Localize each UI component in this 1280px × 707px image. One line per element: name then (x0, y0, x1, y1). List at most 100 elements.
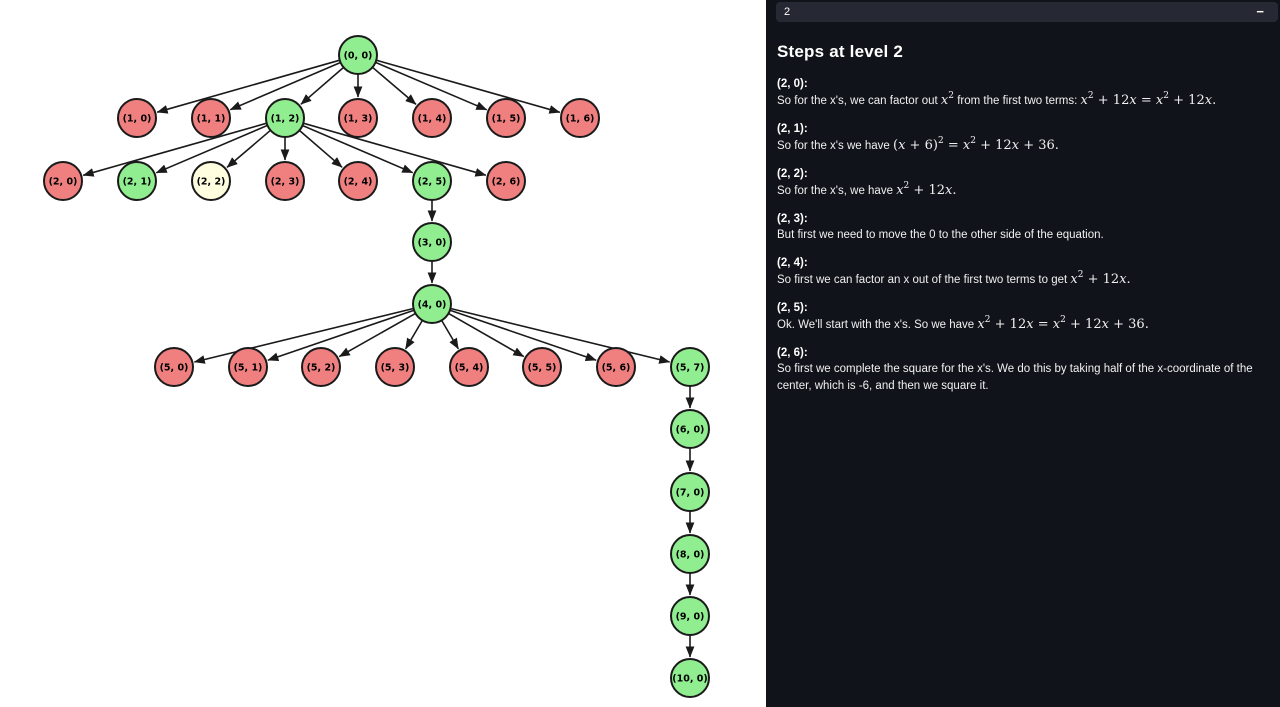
tree-node-label: (5, 0) (160, 363, 189, 374)
tree-node[interactable]: (5, 1) (228, 347, 268, 387)
tree-node-circle[interactable] (412, 284, 452, 324)
tree-node-circle[interactable] (486, 161, 526, 201)
tree-node-circle[interactable] (228, 347, 268, 387)
step-text: But first we need to move the 0 to the o… (777, 229, 1104, 241)
step-id-label: (2, 0): (777, 78, 808, 90)
tree-node-label: (6, 0) (676, 425, 705, 436)
tree-node-label: (0, 0) (344, 51, 373, 62)
tree-node-circle[interactable] (670, 596, 710, 636)
tree-node[interactable]: (2, 1) (117, 161, 157, 201)
tree-node[interactable]: (2, 0) (43, 161, 83, 201)
tree-node-label: (2, 6) (492, 177, 521, 188)
tree-node-circle[interactable] (670, 409, 710, 449)
steps-list: (2, 0):So for the x's, we can factor out… (777, 76, 1269, 395)
tree-node[interactable]: (4, 0) (412, 284, 452, 324)
tree-node[interactable]: (5, 7) (670, 347, 710, 387)
tree-node[interactable]: (1, 3) (338, 98, 378, 138)
tree-node-circle[interactable] (117, 161, 157, 201)
tree-node-circle[interactable] (265, 98, 305, 138)
tree-node-circle[interactable] (670, 347, 710, 387)
tree-edge (229, 61, 341, 111)
tree-edge (302, 124, 414, 174)
tree-node-label: (5, 1) (234, 363, 263, 374)
step-text: Ok. We'll start with the x's. So we have… (777, 314, 1149, 332)
tree-node-circle[interactable] (117, 98, 157, 138)
collapse-button[interactable]: − (1256, 4, 1264, 19)
step-item: (2, 2):So for the x's, we have x2 + 12x. (777, 166, 1269, 200)
tree-node[interactable]: (2, 4) (338, 161, 378, 201)
tree-edge (298, 129, 343, 168)
tree-node[interactable]: (1, 2) (265, 98, 305, 138)
step-text: So for the x's, we can factor out x2 fro… (777, 90, 1217, 108)
tree-node-circle[interactable] (301, 347, 341, 387)
tree-edge (448, 312, 525, 358)
tree-node-label: (2, 0) (49, 177, 78, 188)
tree-node-label: (8, 0) (676, 550, 705, 561)
tree-node[interactable]: (1, 4) (412, 98, 452, 138)
tree-node-label: (1, 4) (418, 114, 447, 125)
tree-node-label: (2, 4) (344, 177, 373, 188)
tree-node-circle[interactable] (596, 347, 636, 387)
step-id-label: (2, 2): (777, 168, 808, 180)
tree-edge (300, 66, 345, 105)
tree-node[interactable]: (0, 0) (338, 35, 378, 75)
tree-node[interactable]: (8, 0) (670, 534, 710, 574)
step-item: (2, 3):But first we need to move the 0 t… (777, 211, 1269, 244)
tree-node[interactable]: (5, 2) (301, 347, 341, 387)
tree-node-circle[interactable] (191, 98, 231, 138)
step-text: So for the x's, we have x2 + 12x. (777, 180, 957, 198)
tree-node-circle[interactable] (191, 161, 231, 201)
panel-header-title: 2 (784, 6, 791, 18)
tree-node[interactable]: (5, 4) (449, 347, 489, 387)
tree-node[interactable]: (1, 0) (117, 98, 157, 138)
tree-node[interactable]: (2, 5) (412, 161, 452, 201)
tree-node-circle[interactable] (670, 658, 710, 698)
tree-node-label: (5, 6) (602, 363, 631, 374)
tree-node-label: (1, 6) (566, 114, 595, 125)
tree-edge (404, 319, 424, 350)
tree-edge (82, 122, 267, 177)
tree-node[interactable]: (7, 0) (670, 472, 710, 512)
tree-node-circle[interactable] (154, 347, 194, 387)
tree-node-circle[interactable] (265, 161, 305, 201)
tree-node[interactable]: (10, 0) (670, 658, 710, 698)
tree-node-circle[interactable] (522, 347, 562, 387)
tree-node[interactable]: (6, 0) (670, 409, 710, 449)
tree-node-label: (2, 2) (197, 177, 226, 188)
tree-node-circle[interactable] (338, 161, 378, 201)
tree-node-circle[interactable] (375, 347, 415, 387)
tree-node[interactable]: (2, 6) (486, 161, 526, 201)
tree-node[interactable]: (5, 6) (596, 347, 636, 387)
tree-node-circle[interactable] (412, 161, 452, 201)
tree-node[interactable]: (9, 0) (670, 596, 710, 636)
tree-node-circle[interactable] (560, 98, 600, 138)
tree-node[interactable]: (5, 5) (522, 347, 562, 387)
tree-node-circle[interactable] (449, 347, 489, 387)
tree-node-circle[interactable] (486, 98, 526, 138)
tree-node[interactable]: (1, 5) (486, 98, 526, 138)
tree-node-circle[interactable] (412, 222, 452, 262)
tree-node-circle[interactable] (43, 161, 83, 201)
tree-node[interactable]: (3, 0) (412, 222, 452, 262)
tree-node-circle[interactable] (338, 98, 378, 138)
tree-node[interactable]: (5, 0) (154, 347, 194, 387)
tree-node-circle[interactable] (338, 35, 378, 75)
step-id-label: (2, 1): (777, 123, 808, 135)
tree-node[interactable]: (1, 1) (191, 98, 231, 138)
tree-edge (376, 59, 561, 114)
tree-node-circle[interactable] (670, 534, 710, 574)
tree-node[interactable]: (1, 6) (560, 98, 600, 138)
tree-node[interactable]: (2, 2) (191, 161, 231, 201)
step-item: (2, 4):So first we can factor an x out o… (777, 255, 1269, 289)
tree-node[interactable]: (5, 3) (375, 347, 415, 387)
panel-header[interactable]: 2 − (776, 2, 1278, 22)
tree-edge (440, 319, 460, 350)
tree-node-circle[interactable] (670, 472, 710, 512)
tree-node[interactable]: (2, 3) (265, 161, 305, 201)
tree-node-circle[interactable] (412, 98, 452, 138)
tree-edge (371, 66, 417, 106)
tree-pane: (0, 0) (1, 0) (1, 1) (1, 2) (1, 3) (1, 4) (1, … (0, 0, 766, 707)
tree-node-label: (1, 5) (492, 114, 521, 125)
step-item: (2, 6):So first we complete the square f… (777, 345, 1269, 395)
tree-edge (450, 307, 671, 364)
